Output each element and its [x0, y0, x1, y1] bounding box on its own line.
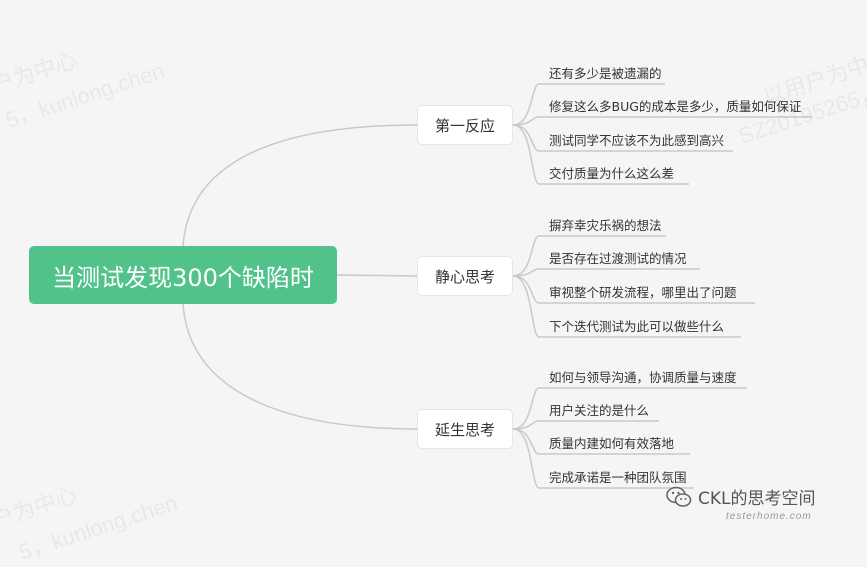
leaf-topic[interactable]: 是否存在过渡测试的情况 — [549, 251, 687, 266]
branch-topic-extended-thinking[interactable]: 延生思考 — [417, 409, 513, 449]
leaf-topic[interactable]: 质量内建如何有效落地 — [549, 436, 675, 451]
leaf-topic[interactable]: 审视整个研发流程，哪里出了问题 — [549, 285, 737, 300]
connector-branch-leaf — [512, 116, 812, 126]
connector-branch-leaf — [512, 275, 741, 338]
connector-branch-leaf — [512, 235, 666, 277]
connector-root-branch — [182, 124, 418, 247]
leaf-topic[interactable]: 用户关注的是什么 — [549, 403, 650, 418]
branch-topic-first-reaction[interactable]: 第一反应 — [417, 105, 513, 145]
leaf-topic[interactable]: 测试同学不应该不为此感到高兴 — [549, 133, 725, 148]
leaf-topic[interactable]: 下个迭代测试为此可以做些什么 — [549, 319, 725, 334]
brand-name: CKL的思考空间 — [698, 489, 816, 509]
leaf-topic[interactable]: 交付质量为什么这么差 — [549, 166, 675, 181]
connector-branch-leaf — [512, 420, 659, 430]
connector-root-branch — [336, 274, 418, 277]
connector-branch-leaf — [512, 387, 747, 430]
leaf-topic[interactable]: 如何与领导沟通，协调质量与速度 — [549, 370, 737, 385]
branch-topic-calm-thinking[interactable]: 静心思考 — [417, 256, 513, 296]
root-topic[interactable]: 当测试发现300个缺陷时 — [29, 246, 337, 304]
connector-branch-leaf — [512, 428, 694, 489]
connector-root-branch — [182, 303, 418, 430]
brand-subtitle: testerhome.com — [726, 511, 812, 522]
brand-mark: CKL的思考空间 — [666, 484, 816, 509]
connector-branch-leaf — [512, 268, 700, 277]
leaf-topic[interactable]: 摒弃幸灾乐祸的想法 — [549, 218, 662, 233]
mind-map-connectors — [182, 83, 812, 489]
connector-branch-leaf — [512, 124, 689, 185]
leaf-topic[interactable]: 还有多少是被遗漏的 — [549, 66, 662, 81]
leaf-topic[interactable]: 修复这么多BUG的成本是多少，质量如何保证 — [549, 99, 802, 114]
wechat-icon — [666, 486, 692, 507]
leaf-topic[interactable]: 完成承诺是一种团队氛围 — [549, 470, 687, 485]
connector-branch-leaf — [512, 83, 665, 126]
